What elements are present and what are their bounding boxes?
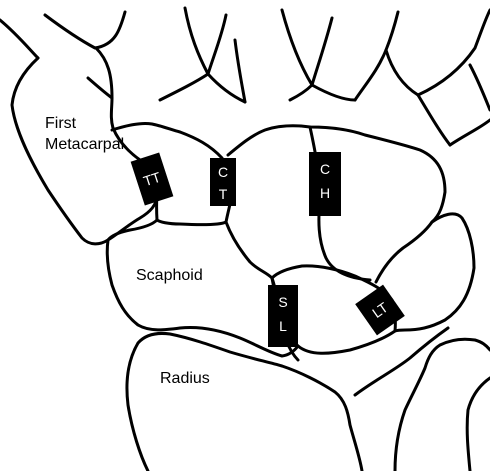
bone-outline [45, 12, 125, 48]
ligament-ct-label-t: T [219, 186, 228, 202]
ligament-ch: C H [309, 152, 341, 216]
hamate-outline [395, 214, 474, 331]
bone-outline [185, 8, 226, 74]
ligament-ch-label-c: C [320, 161, 330, 177]
bone-outline [290, 85, 355, 100]
bone-outline [235, 40, 245, 102]
scaphoid-capitate-border [226, 222, 272, 278]
bone-outline [418, 95, 450, 145]
bone-outline [355, 50, 418, 100]
ligament-sl-label-s: S [278, 294, 287, 310]
ulna-right-border [467, 378, 490, 471]
ligament-ct: C T [210, 158, 236, 206]
label-scaphoid: Scaphoid [136, 267, 203, 284]
bone-outline [450, 120, 490, 145]
label-first-metacarpal-line1: First [45, 115, 77, 132]
ligament-sl: S L [268, 285, 298, 347]
ligament-tt: TT [131, 152, 174, 205]
bone-outline [470, 65, 490, 110]
label-radius: Radius [160, 370, 210, 387]
ligament-lt: LT [355, 285, 405, 336]
bone-outline [386, 12, 398, 50]
ligament-ct-label-c: C [218, 164, 228, 180]
ligament-sl-label-l: L [279, 318, 287, 334]
bone-outline [0, 20, 38, 58]
bone-outline [160, 74, 245, 102]
label-first-metacarpal-line2: Metacarpal [45, 136, 124, 153]
bone-outline [282, 10, 332, 85]
radius-ulnar-border [355, 328, 448, 395]
ligament-ch-label-h: H [320, 185, 330, 201]
